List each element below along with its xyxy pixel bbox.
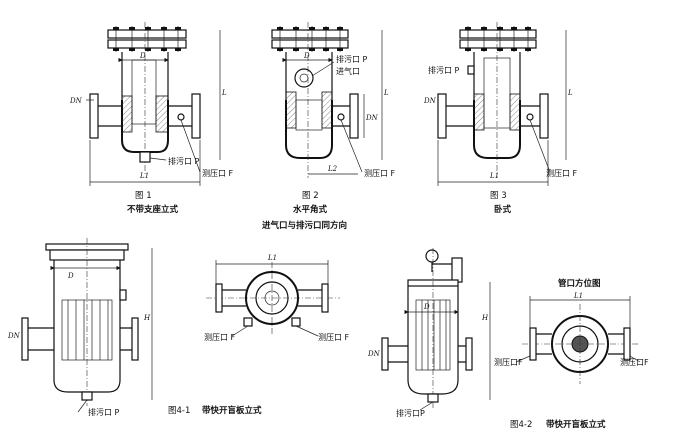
fig42-view-title: 管口方位图 [558,278,601,289]
fig41-h-label: H [143,314,151,322]
fig1-pressure-label: 测压口 F [202,169,234,178]
fig2-l-label: L [383,89,389,97]
fig2-caption2: 进气口与排污口同方向 [262,220,347,231]
fig41-l1-label: L1 [267,254,277,262]
fig3-title: 图 3 [490,191,507,201]
figure-4-2-orientation-view: 管口方位图 L1 测压口F 测压口F [494,278,649,384]
fig42-dn-label: DN [367,350,381,358]
fig41-d-label: D [67,272,74,280]
fig1-drain-label: 排污口 P [168,156,200,166]
figure-4-2-section: D 排污口P H DN 图4-2 带快开盲板立式 [367,248,606,430]
fig2-caption: 水平角式 [292,204,328,215]
fig2-drain-label: 排污口 P [336,54,368,64]
fig41-pressure-left: 测压口 F [204,333,236,342]
fig2-l2-label: L2 [327,165,338,173]
fig2-inlet-label: 进气口 [336,66,360,76]
fig41-dn-label: DN [7,332,21,340]
fig42-title: 图4-2 [510,420,532,430]
fig2-pressure-label: 测压口 F [364,169,396,178]
fig42-d-label: D [423,303,430,311]
fig1-d-label: D [139,52,146,60]
figure-1-vertical-no-support: D L1 L DN 排污口 P 测压口 F 图 1 不带支座立式 [69,22,234,215]
fig3-caption: 卧式 [494,204,512,215]
fig42-pressure-right: 测压口F [620,358,649,367]
fig41-pressure-right: 测压口 F [318,333,350,342]
figure-4-1-top-view: L1 测压口 F 测压口 F [204,254,350,342]
fig3-l1-label: L1 [489,172,499,180]
fig42-drain-label: 排污口P [396,408,425,418]
fig42-pressure-left: 测压口F [494,358,523,367]
fig42-l1-label: L1 [573,292,583,300]
figure-4-1-section: D 排污口 P H DN 图4-1 带快开盲板立式 [7,238,262,417]
fig3-dn-label: DN [423,97,437,105]
fig42-h-label: H [481,314,489,322]
fig3-pressure-label: 测压口 F [546,169,578,178]
fig41-drain-label: 排污口 P [88,407,120,417]
figure-3-horizontal: L1 L DN 排污口 P 测压口 F 图 3 卧式 [423,22,578,215]
fig1-caption: 不带支座立式 [127,204,179,215]
fig41-caption: 带快开盲板立式 [202,405,262,416]
fig3-drain-label: 排污口 P [428,65,460,75]
fig1-l-label: L [221,89,227,97]
fig1-title: 图 1 [135,191,152,201]
fig42-caption: 带快开盲板立式 [546,419,606,430]
fig2-dn-label: DN [365,114,379,122]
fig1-dn-label: DN [69,97,83,105]
fig3-l-label: L [567,89,573,97]
fig1-l1-label: L1 [139,172,149,180]
fig2-d-label: D [303,52,310,60]
figure-2-horizontal-angle: D L2 DN L 排污口 P 进气口 测压口 F 图 2 水平角式 进气口与排… [262,22,396,231]
fig2-title: 图 2 [302,191,319,201]
fig41-title: 图4-1 [168,406,190,416]
